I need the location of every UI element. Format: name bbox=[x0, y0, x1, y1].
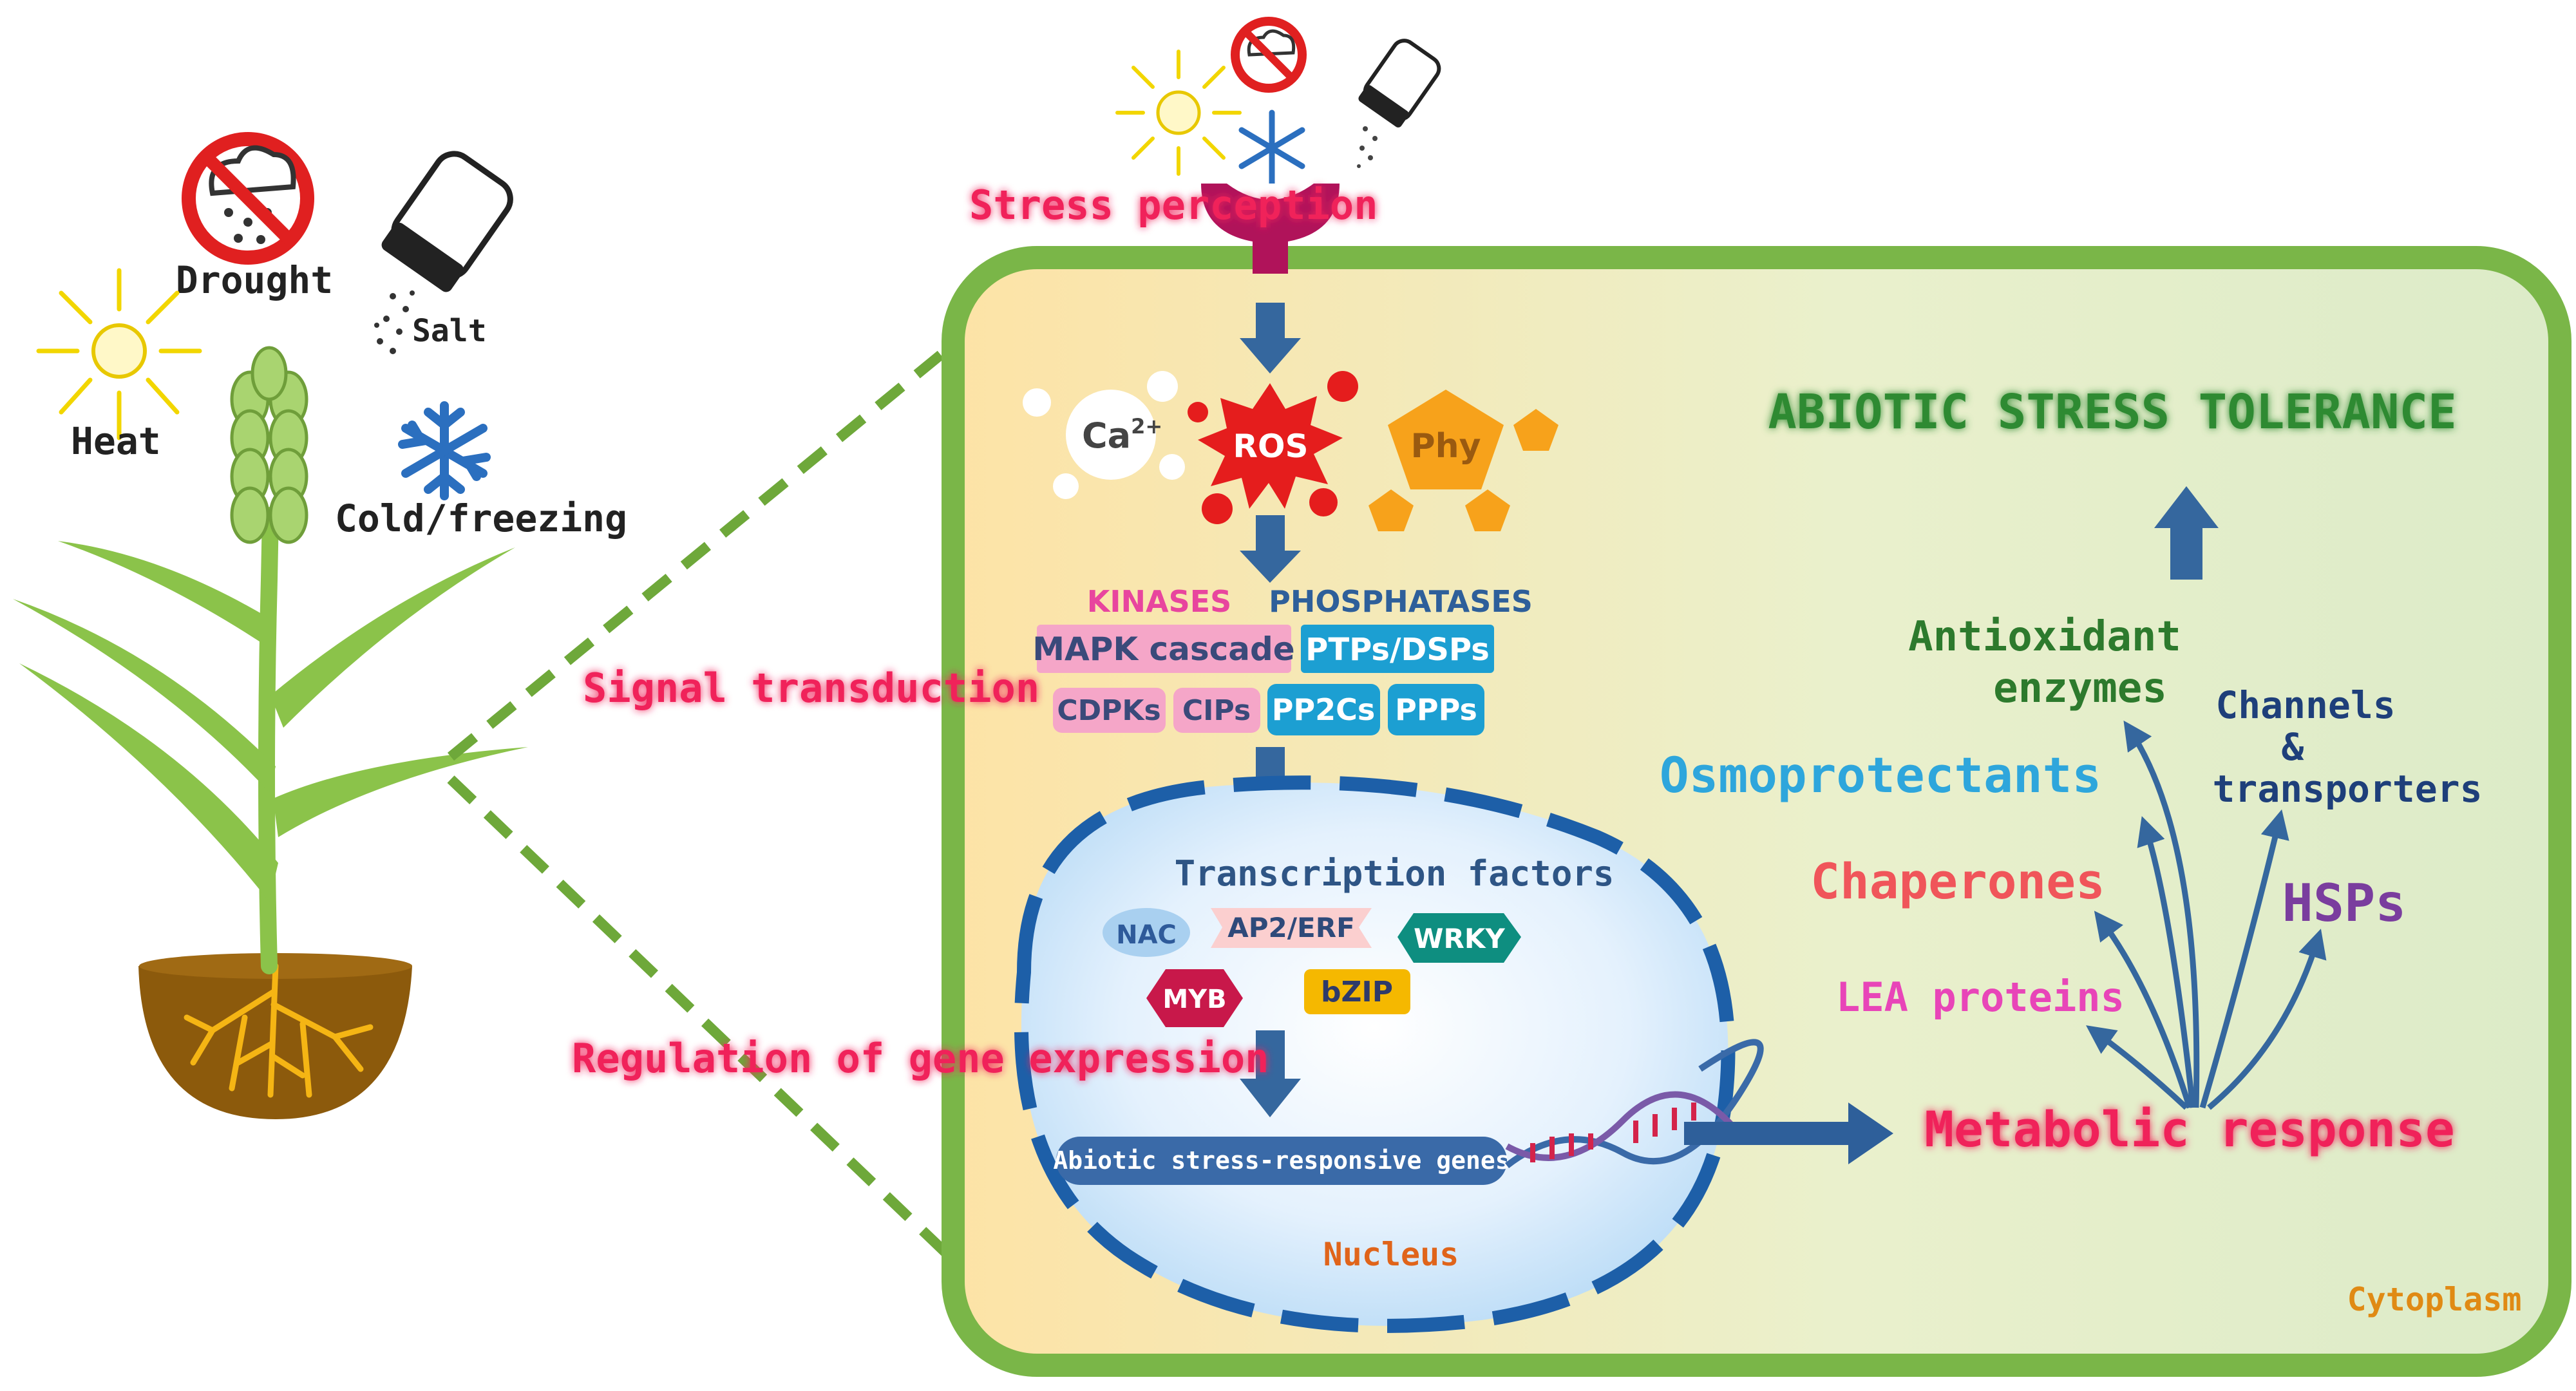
nucleus bbox=[1014, 775, 1736, 1333]
channels-label-3: transporters bbox=[2212, 767, 2482, 811]
svg-text:PP2Cs: PP2Cs bbox=[1272, 692, 1376, 727]
stress-perception-label: Stress perception bbox=[969, 182, 1378, 229]
cytoplasm-label: Cytoplasm bbox=[2347, 1281, 2522, 1318]
phosphatases-title: PHOSPHATASES bbox=[1269, 584, 1533, 619]
bzip-tf: bZIP bbox=[1304, 969, 1410, 1014]
phy-label: Phy bbox=[1410, 427, 1481, 466]
ros-signal: ROS bbox=[1188, 371, 1358, 524]
transcription-factors-title: Transcription factors bbox=[1175, 853, 1615, 894]
svg-text:WRKY: WRKY bbox=[1414, 923, 1505, 954]
channels-label-2: & bbox=[2282, 725, 2304, 769]
svg-text:AP2/ERF: AP2/ERF bbox=[1227, 912, 1355, 943]
wrky-tf: WRKY bbox=[1397, 913, 1521, 963]
salt-shaker-icon bbox=[374, 151, 513, 354]
myb-tf: MYB bbox=[1146, 969, 1243, 1027]
chaperones-label: Chaperones bbox=[1810, 853, 2105, 910]
svg-text:NAC: NAC bbox=[1116, 920, 1177, 950]
svg-text:MYB: MYB bbox=[1162, 985, 1226, 1014]
sun-icon bbox=[36, 268, 202, 440]
channels-label-1: Channels bbox=[2215, 683, 2395, 727]
tolerance-title: ABIOTIC STRESS TOLERANCE bbox=[1768, 384, 2456, 440]
dna-icon bbox=[1504, 1039, 1764, 1168]
nucleus-label: Nucleus bbox=[1323, 1236, 1459, 1273]
hsps-label: HSPs bbox=[2282, 873, 2407, 933]
no-rain-icon bbox=[182, 132, 314, 265]
svg-text:bZIP: bZIP bbox=[1321, 976, 1393, 1008]
arrow-to-metabolic bbox=[1684, 1102, 1893, 1164]
response-arrows bbox=[2086, 720, 2327, 1110]
calcium-signal: Ca2+ bbox=[1023, 371, 1185, 499]
calcium-label: Ca2+ bbox=[1082, 414, 1162, 456]
drought-label: Drought bbox=[176, 258, 333, 302]
signal-transduction-label: Signal transduction bbox=[583, 665, 1039, 712]
ap2-erf-tf: AP2/ERF bbox=[1211, 908, 1372, 948]
snowflake-icon bbox=[1238, 109, 1305, 187]
salt-label: Salt bbox=[412, 313, 487, 349]
zoom-line-top bbox=[447, 311, 992, 761]
svg-text:PPPs: PPPs bbox=[1395, 692, 1477, 727]
nac-tf: NAC bbox=[1103, 908, 1190, 957]
kinases-title: KINASES bbox=[1087, 584, 1232, 619]
svg-text:Abiotic stress-responsive gene: Abiotic stress-responsive genes bbox=[1053, 1146, 1510, 1175]
cdpks-box: CDPKs bbox=[1053, 688, 1166, 733]
osmoprotectants-label: Osmoprotectants bbox=[1660, 746, 2101, 804]
svg-text:MAPK cascade: MAPK cascade bbox=[1032, 630, 1294, 668]
arrow-perception bbox=[1240, 303, 1301, 374]
no-rain-icon bbox=[1231, 17, 1307, 93]
mapk-box: MAPK cascade bbox=[1032, 625, 1295, 673]
ppps-box: PPPs bbox=[1388, 684, 1484, 735]
antioxidant-label-2: enzymes bbox=[1993, 665, 2167, 712]
heat-label: Heat bbox=[71, 419, 161, 463]
sun-icon bbox=[1115, 50, 1242, 176]
pp2cs-box: PP2Cs bbox=[1267, 684, 1380, 735]
arrow-regulation bbox=[1240, 1030, 1301, 1117]
arrow-tolerance bbox=[2154, 486, 2219, 580]
genes-bar: Abiotic stress-responsive genes bbox=[1053, 1137, 1510, 1185]
regulation-label: Regulation of gene expression bbox=[572, 1035, 1269, 1082]
ptps-box: PTPs/DSPs bbox=[1301, 625, 1494, 673]
cold-label: Cold/freezing bbox=[335, 497, 627, 540]
salt-shaker-icon bbox=[1357, 39, 1441, 168]
zoom-line-bottom bbox=[447, 775, 976, 1282]
svg-text:CIPs: CIPs bbox=[1182, 694, 1251, 727]
snowflake-icon bbox=[398, 401, 491, 500]
lea-proteins-label: LEA proteins bbox=[1836, 974, 2125, 1021]
wheat-plant-icon bbox=[13, 346, 528, 1119]
cips-box: CIPs bbox=[1173, 688, 1260, 733]
phytohormone-signal: Phy bbox=[1368, 390, 1558, 531]
svg-text:CDPKs: CDPKs bbox=[1057, 694, 1160, 727]
receptor-icon bbox=[1201, 184, 1340, 274]
arrow-signals bbox=[1240, 515, 1301, 583]
ros-label: ROS bbox=[1233, 428, 1308, 465]
antioxidant-label-1: Antioxidant bbox=[1908, 613, 2181, 661]
metabolic-response-label: Metabolic response bbox=[1924, 1101, 2455, 1158]
svg-text:PTPs/DSPs: PTPs/DSPs bbox=[1305, 632, 1490, 668]
